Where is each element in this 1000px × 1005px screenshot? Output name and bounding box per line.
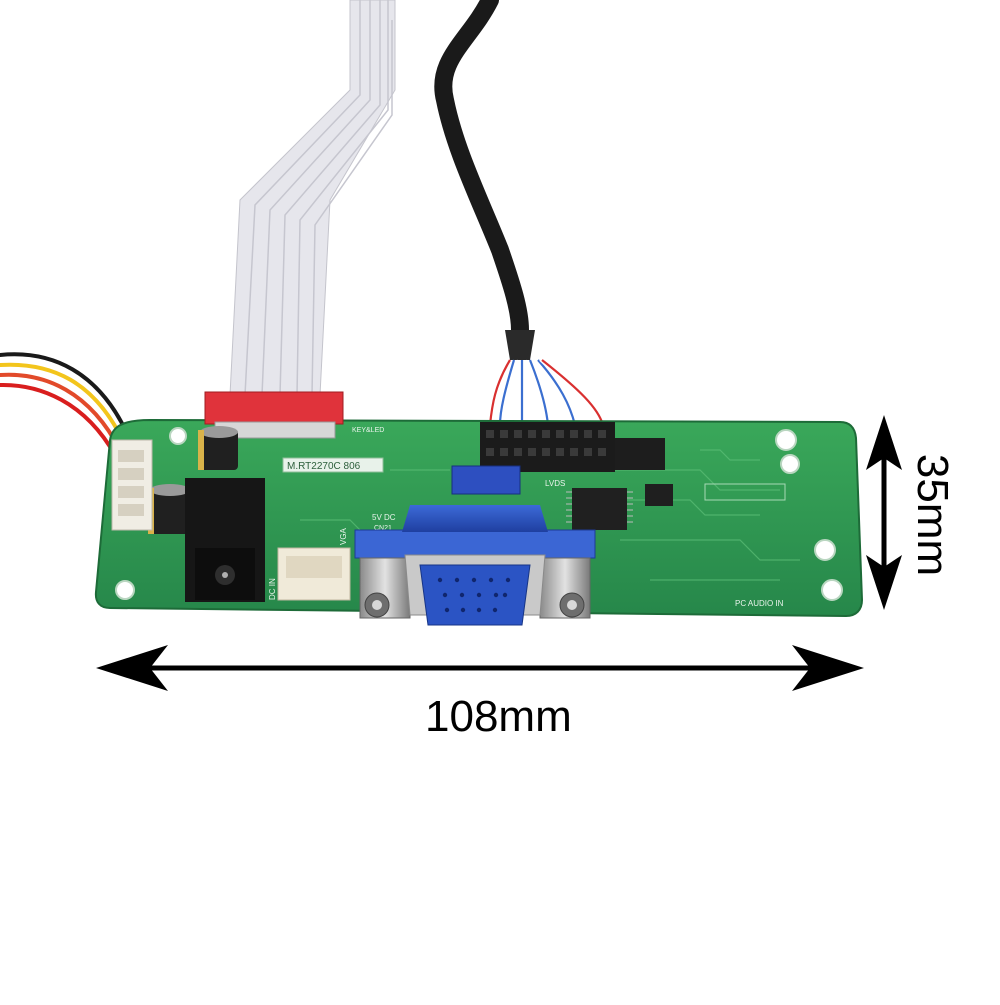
lvds-header [480,422,615,472]
silkscreen-box [704,483,786,501]
capacitor-bottom [148,484,190,534]
model-label: M.RT2270C 806 [287,461,361,472]
power-input-connector [111,439,153,531]
main-ic-chip [566,488,633,530]
width-arrow [96,645,864,691]
lvds-label: LVDS [545,479,565,488]
ribbon-cable [229,0,396,396]
capacitor-top [198,426,238,470]
height-dimension-label: 35mm [908,453,957,577]
pc-audio-in-label: PC AUDIO IN [735,599,784,608]
width-dimension-label: 108mm [425,692,572,741]
dc-5v-label: 5V DC [372,513,396,522]
vga-connector [354,505,596,626]
vga-silk-label: VGA [339,527,348,545]
cn21-label: CN21 [374,525,392,532]
lvds-cable [434,0,605,426]
height-arrow [866,415,902,610]
jst-connector [277,547,351,601]
blue-jumper-connector [451,465,521,495]
pin-header [615,438,665,470]
power-wires [0,352,132,457]
mounting-holes [115,427,843,601]
dc-in-label: DC IN [268,578,277,600]
key-led-label: KEY&LED [352,427,384,434]
small-ic-chip [645,484,673,506]
dc-jack [185,478,265,602]
